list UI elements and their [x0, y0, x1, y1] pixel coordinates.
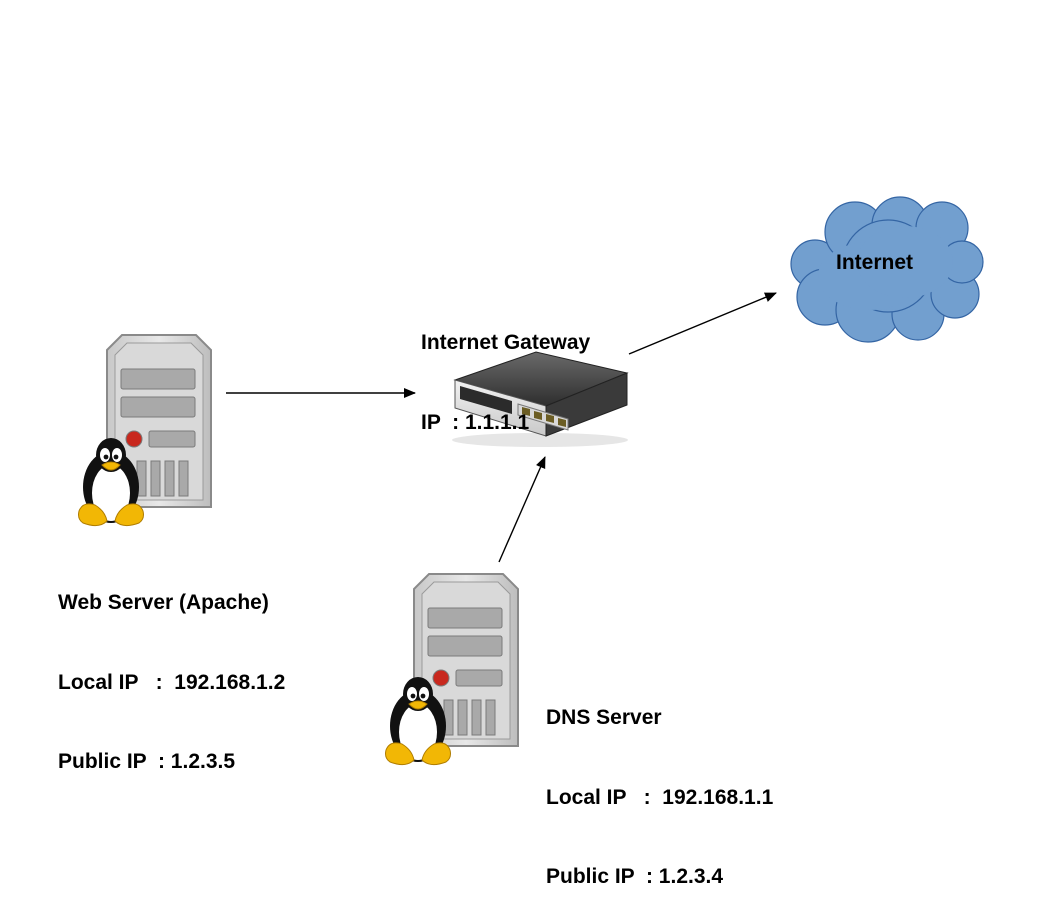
network-diagram	[78, 196, 984, 766]
dns-server-label: DNS Server Local IP : 192.168.1.1 Public…	[546, 652, 773, 917]
web-server-title: Web Server (Apache)	[58, 591, 269, 614]
web-server-local-ip: Local IP : 192.168.1.2	[58, 670, 286, 694]
web-server-public-ip: Public IP : 1.2.3.5	[58, 750, 236, 773]
cloud-icon	[790, 196, 984, 343]
internet-label: Internet	[836, 251, 914, 274]
dns-server-local-ip: Local IP : 192.168.1.1	[546, 785, 774, 809]
gateway-ip: IP : 1.1.1.1	[421, 410, 530, 434]
dns-server-public-ip: Public IP : 1.2.3.4	[546, 865, 724, 888]
network-switch-icon	[452, 351, 629, 447]
gateway-label: Internet Gateway IP : 1.1.1.1	[421, 277, 590, 463]
dns-to-gateway-arrow	[498, 456, 546, 563]
dns-server-title: DNS Server	[546, 706, 662, 729]
gateway-to-internet-arrow	[628, 292, 777, 355]
gateway-title: Internet Gateway	[421, 331, 591, 354]
web-server-node	[78, 334, 212, 527]
dns-server-node	[385, 573, 519, 766]
web-server-label: Web Server (Apache) Local IP : 192.168.1…	[58, 537, 285, 802]
